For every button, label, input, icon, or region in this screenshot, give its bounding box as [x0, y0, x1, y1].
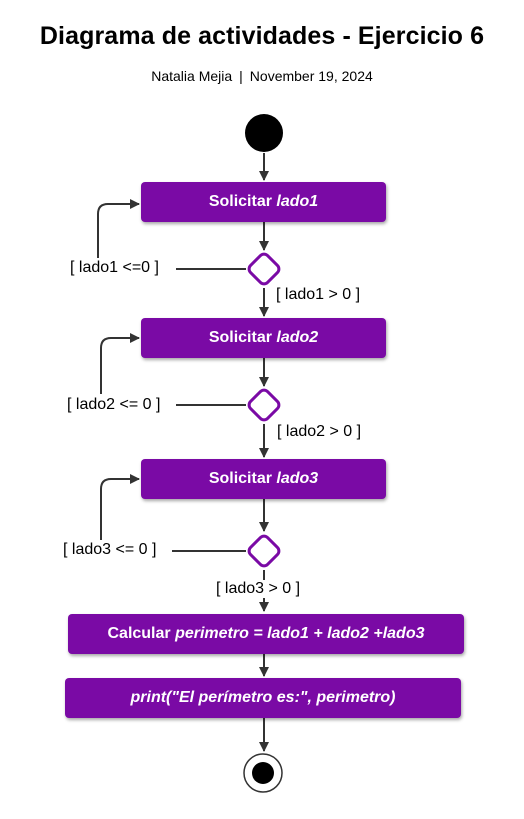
activity-variable: lado1 [276, 193, 319, 210]
activity-variable: lado3 [276, 470, 319, 487]
decision-node-3 [247, 534, 281, 568]
guard-lado1-valid: [ lado1 > 0 ] [276, 286, 361, 304]
guard-lado2-valid: [ lado2 > 0 ] [277, 423, 362, 441]
activity-variable: lado2 [276, 329, 319, 346]
activity-label: Solicitar [208, 193, 277, 210]
activity-print-statement: print("El perímetro es:", perimetro) [130, 689, 396, 706]
guard-lado3-invalid: [ lado3 <= 0 ] [63, 541, 157, 559]
diagram-title: Diagrama de actividades - Ejercicio 6 [39, 22, 485, 50]
diagram-subtitle: Natalia Mejia | November 19, 2024 [0, 68, 524, 84]
activity-request-lado3: Solicitar lado3 [141, 459, 386, 499]
diagram-date: November 19, 2024 [249, 68, 373, 84]
activity-request-lado1: Solicitar lado1 [141, 182, 386, 222]
subtitle-separator: | [239, 68, 243, 84]
activity-calculate-perimeter: Calcular perimetro = lado1 + lado2 +lado… [68, 614, 464, 654]
activity-label: Solicitar [208, 470, 277, 487]
author-name: Natalia Mejia [151, 68, 233, 84]
activity-label: Solicitar [208, 329, 277, 346]
decision-node-2 [247, 388, 281, 422]
initial-node [245, 114, 283, 152]
activity-label: Calcular [107, 625, 176, 642]
final-node-core [252, 762, 274, 784]
flow-decision1-loop [97, 204, 246, 270]
guard-lado3-valid: [ lado3 > 0 ] [216, 580, 301, 598]
decision-node-1 [247, 252, 281, 286]
guard-lado1-invalid: [ lado1 <=0 ] [70, 259, 159, 277]
flow-decision2-loop [100, 338, 246, 406]
activity-print-perimeter: print("El perímetro es:", perimetro) [65, 678, 461, 718]
activity-formula: perimetro = lado1 + lado2 +lado3 [175, 625, 425, 642]
flow-decision3-loop [100, 479, 246, 552]
activity-request-lado2: Solicitar lado2 [141, 318, 386, 358]
guard-lado2-invalid: [ lado2 <= 0 ] [67, 396, 161, 414]
